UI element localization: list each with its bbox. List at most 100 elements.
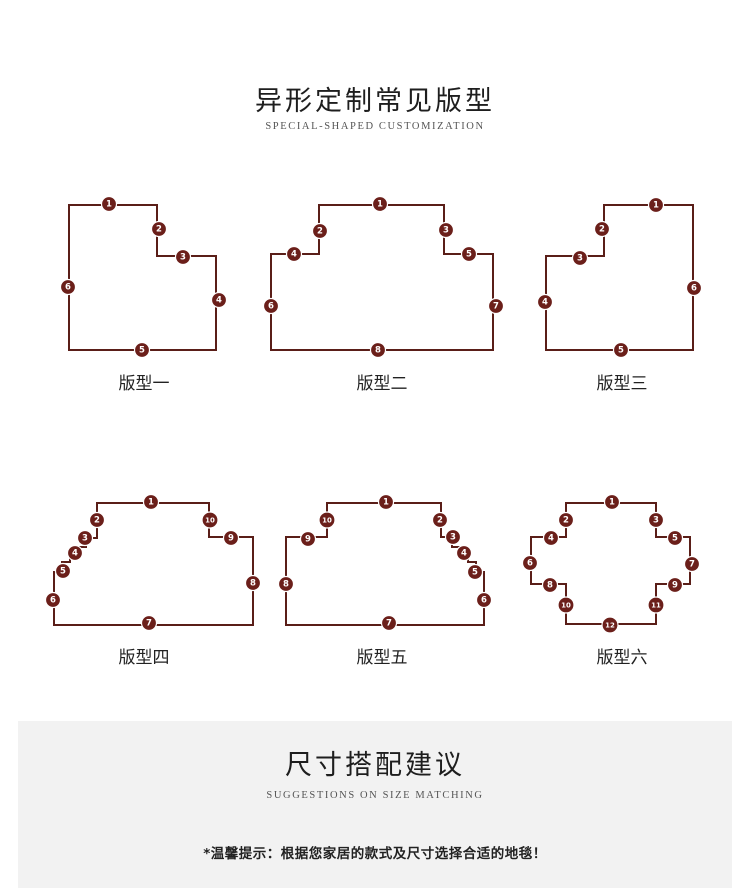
shape-3-marker-2: 2 [593, 220, 611, 238]
advice-title: 尺寸搭配建议 [285, 750, 465, 781]
marker-number: 1 [106, 200, 112, 210]
marker-dot [460, 245, 478, 263]
shape-5-marker-1: 1 [377, 493, 395, 511]
shape-5-marker-10: 10 [318, 511, 336, 529]
shape-6-marker-3: 3 [647, 511, 665, 529]
shape-2-marker-6: 6 [262, 297, 280, 315]
marker-number: 5 [139, 346, 145, 356]
shape-1-outline [68, 204, 217, 351]
marker-dot [201, 511, 219, 529]
marker-number: 4 [291, 250, 297, 260]
shape-2-marker-8: 8 [369, 341, 387, 359]
marker-dot [142, 493, 160, 511]
marker-dot [431, 511, 449, 529]
shape-4-marker-7: 7 [140, 614, 158, 632]
shape-5-marker-4: 4 [455, 544, 473, 562]
shape-4-outline [53, 502, 254, 626]
marker-number: 3 [450, 533, 456, 543]
shape-2-marker-1: 1 [371, 195, 389, 213]
marker-dot [299, 530, 317, 548]
shape-5-marker-8: 8 [277, 575, 295, 593]
marker-number: 8 [250, 579, 256, 589]
shape-label-2: 版型二 [356, 374, 408, 394]
marker-dot [150, 220, 168, 238]
size-advice-panel [18, 721, 732, 888]
marker-dot [466, 563, 484, 581]
marker-dot [133, 341, 151, 359]
marker-dot [536, 293, 554, 311]
marker-number: 3 [653, 516, 659, 526]
shape-2-marker-7: 7 [487, 297, 505, 315]
marker-number: 7 [689, 560, 695, 570]
shape-label-5: 版型五 [356, 648, 408, 668]
marker-dot [66, 544, 84, 562]
marker-number: 2 [563, 516, 569, 526]
shape-2-marker-5: 5 [460, 245, 478, 263]
shape-4-marker-8: 8 [244, 574, 262, 592]
shape-4-marker-1: 1 [142, 493, 160, 511]
marker-dot [437, 221, 455, 239]
marker-number: 6 [65, 283, 71, 293]
shape-5-marker-3: 3 [444, 528, 462, 546]
shape-6-marker-4: 4 [542, 529, 560, 547]
marker-number: 1 [609, 498, 615, 508]
marker-dot [285, 245, 303, 263]
marker-dot [666, 576, 684, 594]
marker-dot [666, 529, 684, 547]
section-title: 异形定制常见版型 [255, 86, 495, 117]
shape-6-marker-5: 5 [666, 529, 684, 547]
shape-label-4: 版型四 [118, 648, 170, 668]
marker-dot [44, 591, 62, 609]
marker-dot [76, 529, 94, 547]
shape-4-marker-5: 5 [54, 562, 72, 580]
shape-5-outline [285, 502, 485, 626]
marker-number: 7 [146, 619, 152, 629]
shape-1-marker-5: 5 [133, 341, 151, 359]
marker-number: 6 [691, 284, 697, 294]
shape-6-marker-11: 11 [647, 596, 665, 614]
marker-number: 5 [60, 567, 66, 577]
shape-5-marker-9: 9 [299, 530, 317, 548]
marker-dot [140, 614, 158, 632]
marker-number: 8 [547, 581, 553, 591]
shape-1-marker-3: 3 [174, 248, 192, 266]
marker-number: 2 [437, 516, 443, 526]
marker-dot [174, 248, 192, 266]
shape-4-marker-6: 6 [44, 591, 62, 609]
marker-number: 2 [317, 227, 323, 237]
marker-number: 11 [651, 602, 661, 610]
marker-dot [455, 544, 473, 562]
marker-number: 7 [386, 619, 392, 629]
marker-dot [88, 511, 106, 529]
marker-number: 4 [72, 549, 78, 559]
shape-2-marker-2: 2 [311, 222, 329, 240]
warm-tip: *温馨提示：根据您家居的款式及尺寸选择合适的地毯！ [203, 846, 547, 862]
marker-number: 1 [653, 201, 659, 211]
shape-1-marker-1: 1 [100, 195, 118, 213]
marker-number: 4 [542, 298, 548, 308]
shape-6-marker-6: 6 [521, 554, 539, 572]
marker-dot [603, 493, 621, 511]
advice-subtitle: SUGGESTIONS ON SIZE MATCHING [266, 790, 484, 801]
marker-dot [475, 591, 493, 609]
marker-number: 2 [156, 225, 162, 235]
marker-number: 8 [375, 346, 381, 356]
marker-dot [371, 195, 389, 213]
marker-dot [612, 341, 630, 359]
marker-dot [311, 222, 329, 240]
marker-dot [521, 554, 539, 572]
shape-6-marker-8: 8 [541, 576, 559, 594]
marker-number: 10 [205, 517, 215, 525]
marker-dot [377, 493, 395, 511]
marker-number: 8 [283, 580, 289, 590]
marker-dot [541, 576, 559, 594]
marker-dot [444, 528, 462, 546]
shape-2-marker-4: 4 [285, 245, 303, 263]
shape-5-marker-7: 7 [380, 614, 398, 632]
marker-number: 10 [561, 602, 571, 610]
marker-dot [262, 297, 280, 315]
shape-5-marker-2: 2 [431, 511, 449, 529]
marker-dot [100, 195, 118, 213]
